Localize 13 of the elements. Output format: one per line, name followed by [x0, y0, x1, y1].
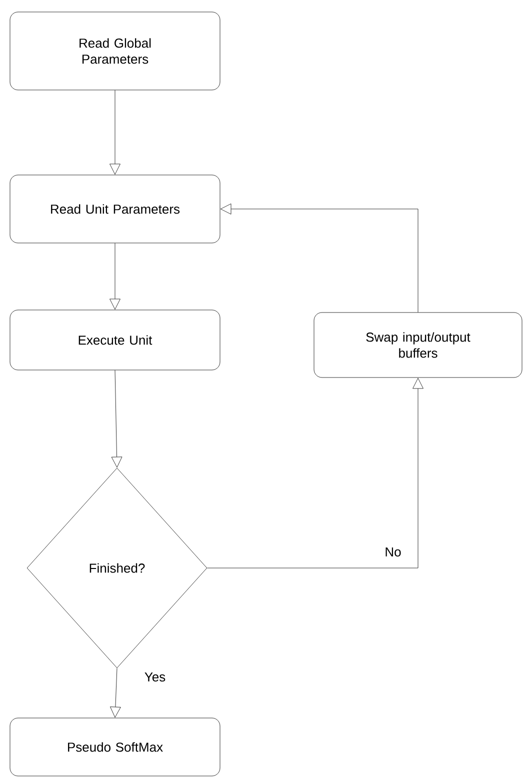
- arrow: [110, 243, 120, 310]
- arrow: [110, 668, 121, 718]
- arrow: [220, 204, 418, 312]
- process-box: Swap input/output buffers: [314, 312, 522, 378]
- process-box: Read Unit Parameters: [10, 174, 220, 244]
- arrow: [111, 370, 122, 468]
- process-box: Pseudo SoftMax: [10, 718, 220, 776]
- arrow: [207, 378, 424, 568]
- edge-label: No: [384, 546, 402, 558]
- process-box: Execute Unit: [10, 310, 220, 370]
- edge-label: Yes: [143, 671, 167, 683]
- arrow: [110, 90, 120, 175]
- process-box: Read Global Parameters: [10, 12, 220, 90]
